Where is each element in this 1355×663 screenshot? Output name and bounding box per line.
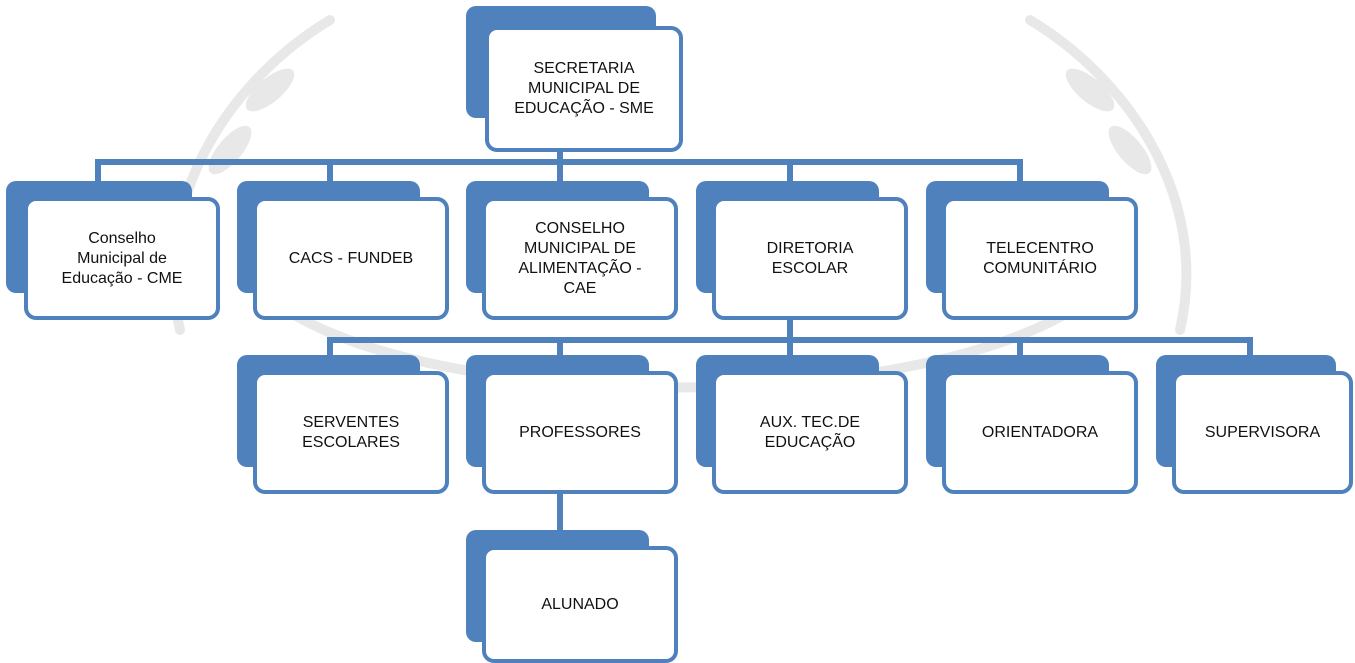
node-label: SERVENTES ESCOLARES <box>302 413 400 451</box>
node-label: SUPERVISORA <box>1204 423 1321 441</box>
node-label: Conselho Municipal de Educação - CME <box>61 229 183 287</box>
node-label: PROFESSORES <box>519 423 641 441</box>
node-label: ALUNADO <box>541 595 619 613</box>
node-label: AUX. TEC.DE EDUCAÇÃO <box>759 413 861 451</box>
node-label: TELECENTRO COMUNITÁRIO <box>983 239 1097 277</box>
node-label: DIRETORIA ESCOLAR <box>766 239 854 277</box>
node-label: CACS - FUNDEB <box>288 249 414 267</box>
node-label: ORIENTADORA <box>981 423 1099 441</box>
node-label: SECRETARIA MUNICIPAL DE EDUCAÇÃO - SME <box>514 60 654 117</box>
node-label: CONSELHO MUNICIPAL DE ALIMENTAÇÃO - CAE <box>518 219 642 297</box>
